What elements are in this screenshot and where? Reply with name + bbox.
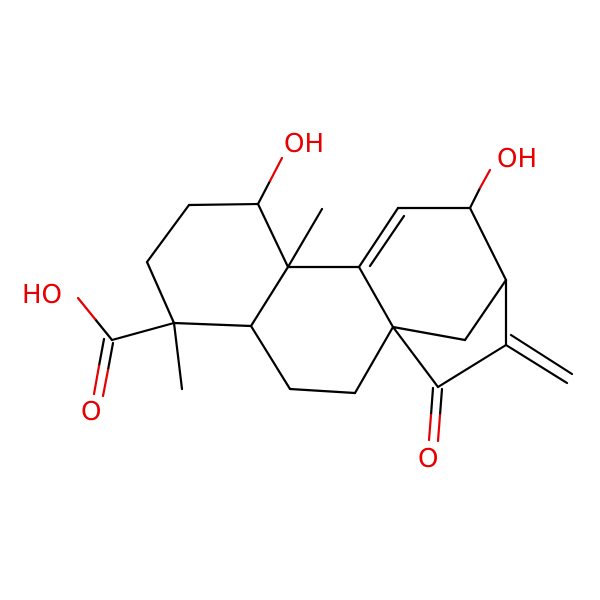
bond xyxy=(504,343,569,385)
bond xyxy=(353,325,395,395)
hydroxyl-label-ring-a: OH xyxy=(284,129,324,159)
bond xyxy=(357,265,395,329)
acid-carbonyl-oxygen-label: O xyxy=(81,397,101,427)
bond xyxy=(145,203,191,264)
bond xyxy=(357,206,400,269)
bond xyxy=(93,317,114,342)
bond-to-oxygen xyxy=(436,413,442,443)
bond xyxy=(145,260,176,325)
bond-to-oxygen xyxy=(427,413,433,442)
atom-labels: OH OH HO O O xyxy=(22,129,537,474)
bond xyxy=(97,337,106,368)
bond xyxy=(187,202,260,207)
hydroxyl-label-ring-c: OH xyxy=(497,144,537,174)
bond xyxy=(468,206,508,282)
ketone-oxygen-label: O xyxy=(418,444,438,474)
bond xyxy=(110,321,176,342)
bond xyxy=(249,324,292,391)
bond xyxy=(468,186,482,210)
bond xyxy=(391,325,467,342)
bond xyxy=(463,278,508,342)
bond xyxy=(106,341,115,372)
bond xyxy=(249,265,290,328)
bond xyxy=(288,387,357,395)
bond xyxy=(256,202,290,269)
bond xyxy=(286,207,324,269)
bond-layer xyxy=(76,156,574,443)
bond xyxy=(172,321,184,391)
bond xyxy=(429,386,435,417)
bond xyxy=(509,333,574,376)
bond xyxy=(256,179,272,206)
bond xyxy=(436,343,508,389)
bond-to-oxygen xyxy=(76,296,97,321)
bond-to-oxygen xyxy=(92,364,101,396)
bond xyxy=(391,325,440,389)
bond xyxy=(438,387,444,417)
acid-hydroxyl-label: HO xyxy=(22,280,62,310)
bond xyxy=(368,214,406,268)
bond-to-oxygen xyxy=(268,156,284,183)
bond-to-oxygen xyxy=(478,168,492,190)
bond xyxy=(172,321,253,328)
bond-to-oxygen xyxy=(101,368,110,398)
